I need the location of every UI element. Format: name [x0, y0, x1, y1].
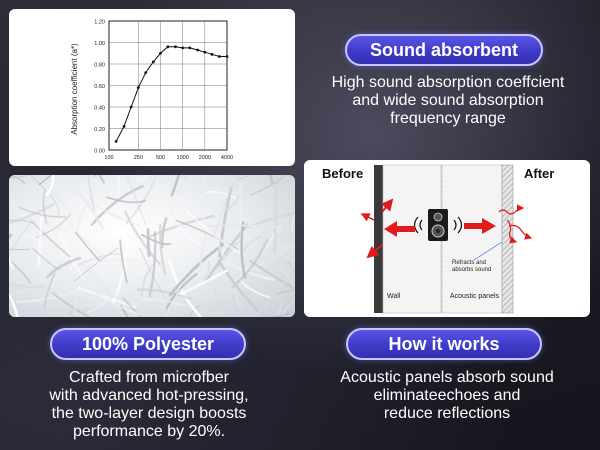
- refracts-pointer-line: [473, 241, 503, 261]
- chart-y-axis-label: Absorption coefficient (a*): [70, 43, 79, 135]
- absorption-chart: 0.00 0.20 0.40 0.60 0.80 1.00 1.20 100 250 500 10…: [70, 20, 233, 162]
- sound-absorbent-title: Sound absorbent: [370, 39, 518, 60]
- description-line: and wide sound absorption: [352, 92, 544, 109]
- fiber-strands-illustration: [9, 175, 295, 317]
- description-line: reduce reflections: [383, 405, 511, 422]
- chart-series-line: [115, 46, 227, 142]
- sound-absorbent-badge: Sound absorbent: [345, 34, 543, 66]
- description-line: frequency range: [390, 110, 506, 127]
- chart-data-point: [196, 48, 200, 52]
- reflection-arrow-icon: [366, 244, 383, 259]
- refracts-label-line1: Refracts and: [452, 260, 486, 266]
- chart-data-point: [151, 60, 155, 64]
- chart-data-point: [225, 55, 229, 58]
- chart-x-tick-label: 250: [134, 155, 143, 161]
- description-line: eliminateechoes and: [373, 387, 521, 404]
- arrow-to-panel-icon: [464, 218, 496, 234]
- reflection-arrow-icon: [380, 198, 394, 213]
- chart-data-point: [188, 46, 192, 50]
- refraction-squiggle-icon: [506, 219, 518, 244]
- chart-data-point: [159, 51, 162, 55]
- reflection-arrow-icon: [360, 213, 375, 222]
- chart-data-point: [144, 71, 148, 74]
- sound-reflection-diagram: Before After Wall Acoustic panels Refrac…: [322, 164, 554, 314]
- description-line: with advanced hot-pressing,: [49, 387, 249, 404]
- description-line: Acoustic panels absorb sound: [340, 369, 554, 386]
- chart-data-point: [217, 55, 221, 58]
- speaker-icon: [413, 209, 463, 241]
- chart-data-point: [174, 45, 177, 49]
- after-label: After: [524, 166, 554, 181]
- refraction-squiggle-icon: [498, 204, 525, 215]
- before-label: Before: [322, 166, 363, 181]
- chart-y-tick-label: 1.20: [94, 20, 105, 26]
- chart-y-tick-label: 0.00: [94, 149, 105, 155]
- refracts-label-line2: absorbs sound: [452, 267, 491, 273]
- polyester-badge: 100% Polyester: [50, 328, 246, 360]
- chart-y-tick-label: 0.80: [94, 63, 105, 69]
- chart-x-tick-label: 4000: [221, 155, 233, 161]
- sound-absorbent-description: High sound absorption coeffcient and wid…: [300, 74, 596, 128]
- chart-data-point: [166, 45, 170, 49]
- chart-data-point: [203, 50, 207, 54]
- chart-data-point: [136, 86, 140, 90]
- how-it-works-diagram: Before After Wall Acoustic panels Refrac…: [304, 160, 590, 317]
- chart-data-point: [129, 105, 133, 109]
- chart-y-tick-label: 0.40: [94, 106, 105, 112]
- chart-data-point: [114, 140, 118, 143]
- acoustic-panels-label: Acoustic panels: [450, 293, 500, 300]
- panel-area: [441, 164, 503, 314]
- description-line: performance by 20%.: [72, 423, 226, 440]
- chart-data-point: [181, 46, 185, 50]
- how-it-works-badge: How it works: [346, 328, 542, 360]
- chart-x-tick-label: 100: [104, 155, 113, 161]
- chart-x-tick-label: 1000: [177, 155, 189, 161]
- description-line: High sound absorption coeffcient: [331, 74, 565, 91]
- wall-label: Wall: [387, 293, 401, 300]
- chart-data-point: [210, 52, 214, 56]
- description-line: the two-layer design boosts: [51, 405, 247, 422]
- polyester-fiber-image: [9, 175, 295, 317]
- chart-y-tick-label: 0.20: [94, 127, 105, 133]
- absorption-chart-panel: 0.00 0.20 0.40 0.60 0.80 1.00 1.20 100 250 500 10…: [9, 9, 295, 166]
- chart-x-tick-label: 2000: [199, 155, 211, 161]
- how-it-works-description: Acoustic panels absorb sound eliminateec…: [304, 369, 590, 423]
- chart-data-point: [122, 124, 126, 128]
- chart-x-tick-label: 500: [156, 155, 165, 161]
- how-it-works-title: How it works: [388, 333, 500, 354]
- chart-y-tick-label: 0.60: [94, 84, 105, 90]
- polyester-description: Crafted from microfber with advanced hot…: [6, 369, 292, 441]
- wall-bar: [374, 165, 383, 313]
- chart-y-tick-label: 1.00: [94, 41, 105, 47]
- polyester-title: 100% Polyester: [81, 333, 215, 354]
- arrow-to-wall-icon: [384, 221, 415, 237]
- description-line: Crafted from microfber: [68, 369, 230, 386]
- refraction-squiggle-icon: [508, 224, 533, 240]
